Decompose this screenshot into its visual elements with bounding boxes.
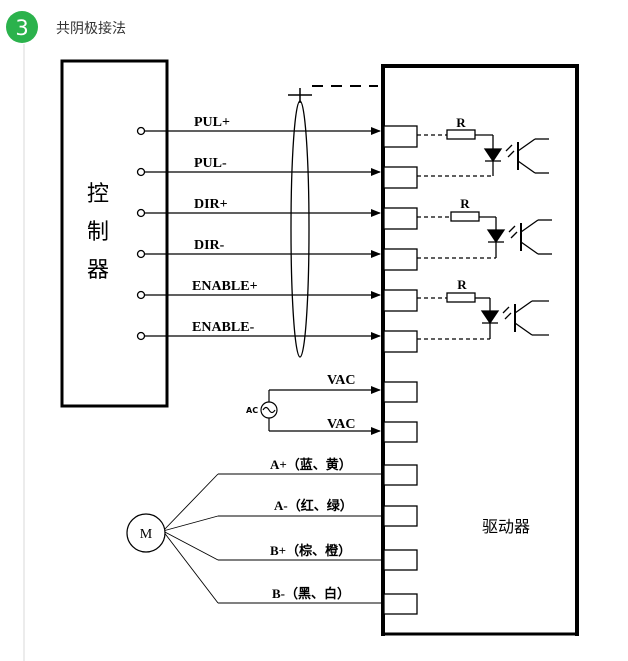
phase-label-b-plus: B+（棕、橙） bbox=[270, 543, 351, 558]
resistor-pul bbox=[446, 129, 476, 140]
page-title: 共阴极接法 bbox=[56, 20, 126, 37]
resistor-label-pul: R bbox=[456, 115, 466, 130]
motor-circle bbox=[126, 513, 166, 553]
terminal-12 bbox=[383, 593, 418, 615]
resistor-label-enable: R bbox=[457, 277, 467, 292]
signal-label-pul-minus: PUL- bbox=[194, 156, 227, 171]
shield-ellipse bbox=[290, 100, 310, 358]
motor-wires bbox=[162, 473, 384, 604]
terminal-8 bbox=[383, 421, 418, 443]
signal-label-pul-plus: PUL+ bbox=[194, 115, 230, 130]
signal-dir-minus: DIR- bbox=[136, 238, 381, 259]
optocoupler-dir: R bbox=[417, 196, 552, 259]
resistor-label-dir: R bbox=[460, 196, 470, 211]
phase-label-a-minus: A-（红、绿） bbox=[274, 498, 353, 513]
signal-label-dir-minus: DIR- bbox=[194, 238, 225, 253]
controller-box bbox=[60, 59, 169, 408]
terminal-2 bbox=[383, 166, 418, 189]
phase-label-b-minus: B-（黑、白） bbox=[272, 586, 350, 601]
signal-enable-minus: ENABLE- bbox=[136, 320, 381, 341]
optocoupler-pul: R bbox=[417, 115, 549, 177]
vac-label-1: VAC bbox=[327, 373, 356, 388]
driver-box bbox=[381, 64, 579, 636]
controller-label-char-3: 器 bbox=[87, 258, 109, 283]
signal-pul-plus: PUL+ bbox=[136, 115, 381, 136]
terminal-4 bbox=[383, 248, 418, 271]
signal-label-enable-plus: ENABLE+ bbox=[192, 279, 258, 294]
driver-terminals bbox=[383, 125, 418, 615]
signal-label-dir-plus: DIR+ bbox=[194, 197, 228, 212]
terminal-10 bbox=[383, 505, 418, 527]
ac-source: AC bbox=[246, 386, 381, 435]
signal-enable-plus: ENABLE+ bbox=[136, 279, 381, 300]
terminal-5 bbox=[383, 289, 418, 312]
resistor-enable bbox=[446, 292, 476, 303]
terminal-6 bbox=[383, 330, 418, 353]
motor-label: M bbox=[140, 527, 153, 542]
controller-label-char-2: 制 bbox=[87, 220, 109, 245]
terminal-11 bbox=[383, 549, 418, 571]
terminal-9 bbox=[383, 464, 418, 486]
terminal-1 bbox=[383, 125, 418, 148]
controller-label-char-1: 控 bbox=[87, 182, 109, 207]
signal-pul-minus: PUL- bbox=[136, 156, 381, 177]
resistor-dir bbox=[450, 211, 480, 222]
signal-label-enable-minus: ENABLE- bbox=[192, 320, 255, 335]
step-number: 3 bbox=[15, 16, 28, 40]
ac-source-label: AC bbox=[246, 406, 258, 415]
terminal-3 bbox=[383, 207, 418, 230]
driver-label: 驱动器 bbox=[482, 517, 530, 536]
optocoupler-enable: R bbox=[417, 277, 549, 340]
step-number-badge bbox=[6, 11, 38, 43]
phase-label-a-plus: A+（蓝、黄） bbox=[270, 457, 352, 472]
vac-label-2: VAC bbox=[327, 417, 356, 432]
terminal-7 bbox=[383, 381, 418, 403]
signal-dir-plus: DIR+ bbox=[136, 197, 381, 218]
